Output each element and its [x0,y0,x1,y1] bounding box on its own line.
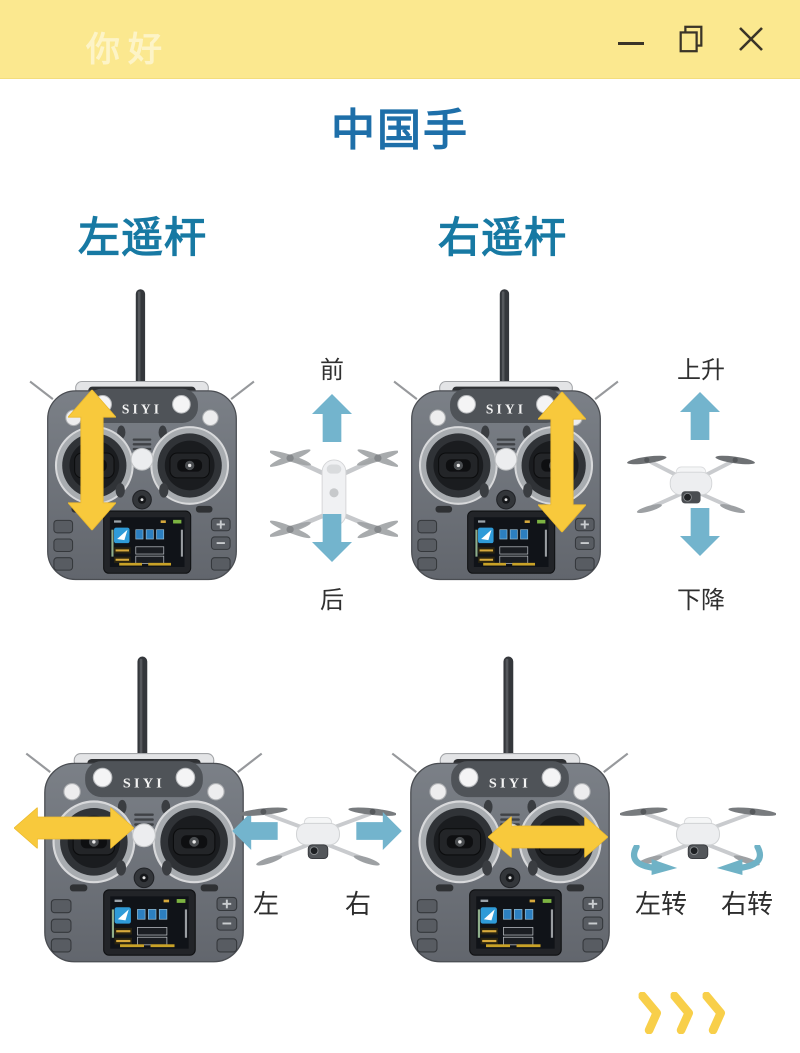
controller-top-left [28,283,256,594]
maximize-icon [679,25,703,53]
label-left: 左 [252,889,279,919]
label-forward: 前 [320,357,344,384]
window-titlebar: 你好 [0,0,800,79]
label-turn-right: 右转 [720,889,773,919]
yaw-left-arrow [626,845,686,875]
watermark-text: 你好 [86,31,170,69]
label-ascend: 上升 [677,357,725,384]
drone-arrow-down [679,508,721,556]
stick-arrow-vertical-right [538,386,586,538]
stick-arrow-horizontal-right [488,815,608,859]
column-header-right-stick: 右遥杆 [438,214,568,261]
chevron-icon [638,992,664,1034]
decorative-chevrons [638,992,728,1034]
label-descend: 下降 [677,587,725,614]
stick-arrow-vertical-left [68,382,116,538]
chevron-icon [702,992,728,1034]
minimize-icon [618,41,644,45]
page-title: 中国手 [331,106,469,155]
stick-arrow-horizontal-left [14,806,134,850]
label-backward: 后 [320,587,344,614]
yaw-right-arrow [708,845,768,875]
label-turn-left: 左转 [634,889,687,919]
maximize-button[interactable] [676,22,706,56]
column-header-left-stick: 左遥杆 [78,214,208,261]
chevron-icon [670,992,696,1034]
label-right: 右 [344,889,371,919]
window-controls [616,0,766,78]
minimize-button[interactable] [616,22,646,56]
drone-arrow-down [311,514,353,562]
controller-bottom-right [390,650,630,977]
close-button[interactable] [736,22,766,56]
drone-arrow-up [311,394,353,442]
close-icon [739,27,763,51]
